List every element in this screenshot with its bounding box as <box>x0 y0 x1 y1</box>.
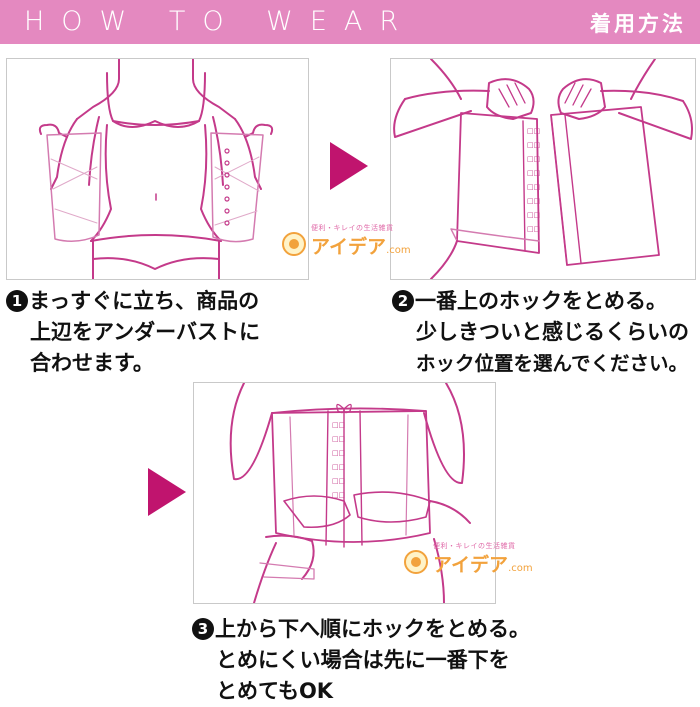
illustration-step-1 <box>6 58 309 280</box>
svg-text:□□: □□ <box>332 463 345 471</box>
arrow-icon <box>148 468 186 516</box>
illustration-step-2: □□ □□ □□ □□ □□ □□ □□ □□ <box>390 58 696 280</box>
page-title: HOW TO WEAR <box>24 6 415 37</box>
arrow-icon <box>330 142 368 190</box>
svg-text:□□: □□ <box>527 127 540 135</box>
watermark: 便利・キレイの生活雑貨 アイデア.com <box>282 222 422 262</box>
svg-text:□□: □□ <box>527 169 540 177</box>
watermark: 便利・キレイの生活雑貨 アイデア.com <box>404 540 544 580</box>
watermark-brand: アイデア.com <box>311 232 411 259</box>
svg-text:□□: □□ <box>332 421 345 429</box>
svg-text:□□: □□ <box>332 435 345 443</box>
camera-logo-icon <box>404 550 428 574</box>
svg-text:□□: □□ <box>332 449 345 457</box>
page-title-jp: 着用方法 <box>590 8 686 38</box>
svg-text:□□: □□ <box>527 211 540 219</box>
watermark-brand: アイデア.com <box>433 550 533 577</box>
step-number-badge: 3 <box>192 618 214 640</box>
svg-text:□□: □□ <box>527 141 540 149</box>
header-banner: HOW TO WEAR 着用方法 <box>0 0 700 44</box>
step-number-badge: 1 <box>6 290 28 312</box>
camera-logo-icon <box>282 232 306 256</box>
svg-text:□□: □□ <box>332 477 345 485</box>
svg-text:□□: □□ <box>527 183 540 191</box>
svg-text:□□: □□ <box>527 155 540 163</box>
svg-text:□□: □□ <box>527 225 540 233</box>
step-number-badge: 2 <box>392 290 414 312</box>
svg-text:□□: □□ <box>527 197 540 205</box>
